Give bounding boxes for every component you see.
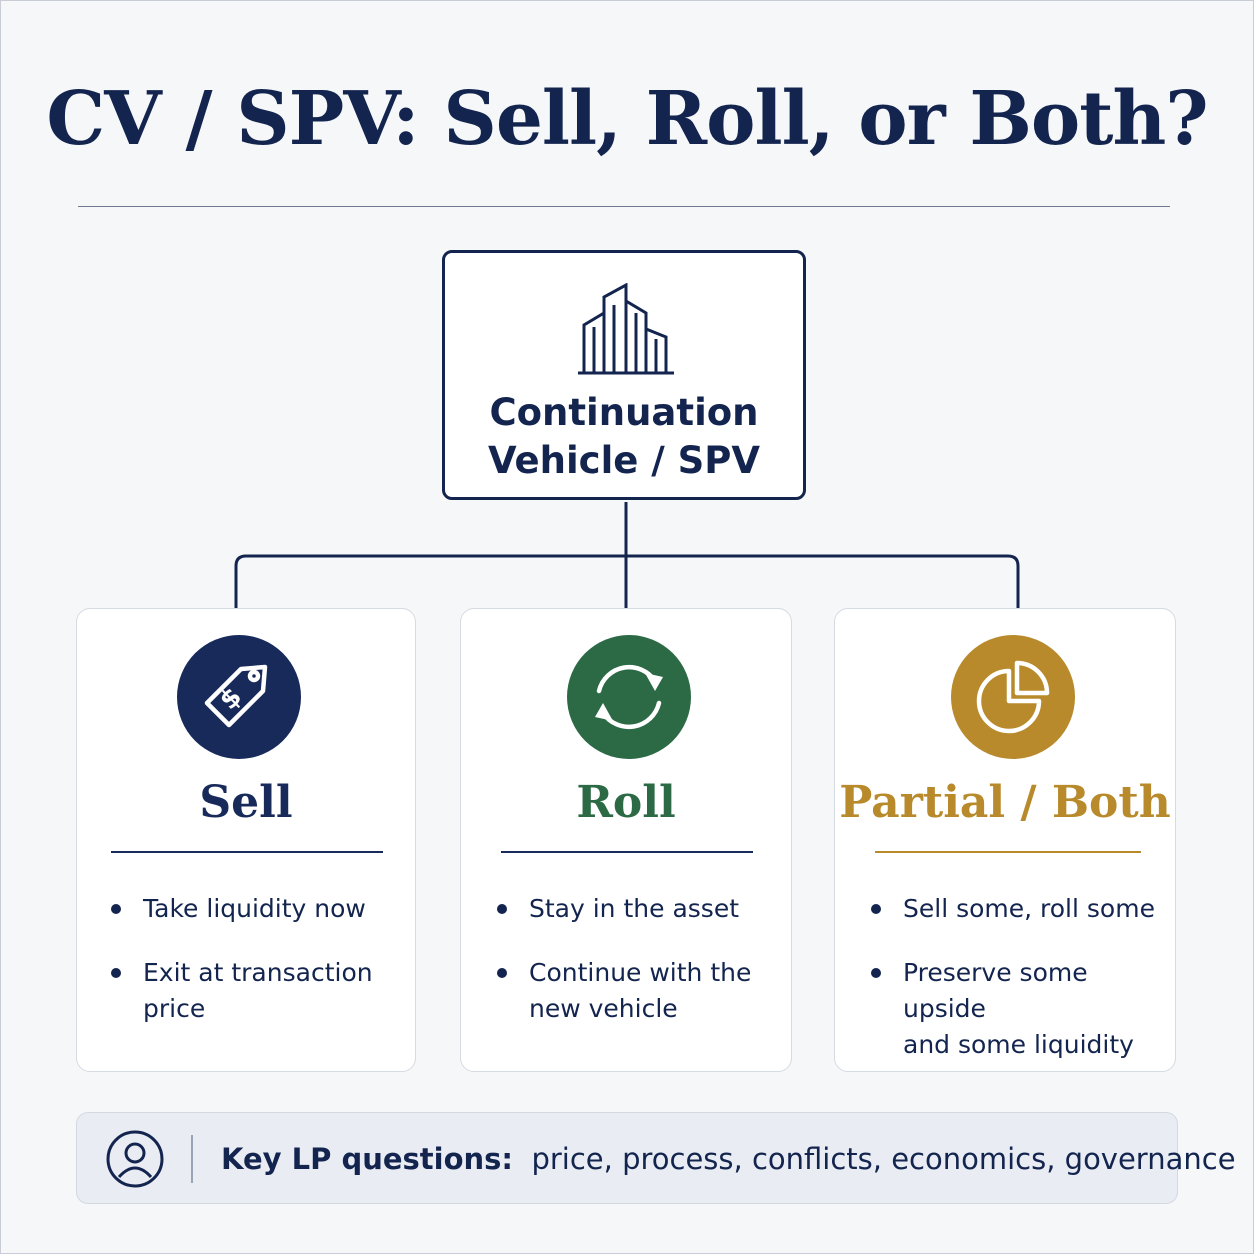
title-divider bbox=[78, 206, 1170, 207]
sell-bullet-1: Take liquidity now bbox=[111, 891, 366, 927]
sell-title: Sell bbox=[199, 777, 293, 828]
page-title: CV / SPV: Sell, Roll, or Both? bbox=[46, 76, 1208, 162]
roll-bullet-2: Continue with the new vehicle bbox=[497, 955, 751, 1027]
footer-questions: price, process, conflicts, economics, go… bbox=[531, 1142, 1236, 1176]
continuation-vehicle-node: Continuation Vehicle / SPV bbox=[442, 250, 806, 500]
roll-card: Roll Stay in the asset Continue with the… bbox=[460, 608, 792, 1072]
key-questions-banner: Key LP questions: price, process, confli… bbox=[76, 1112, 1236, 1204]
bullet-dot bbox=[497, 968, 507, 978]
bullet-dot bbox=[871, 968, 881, 978]
partial-both-divider bbox=[875, 851, 1141, 853]
roll-bullet-1: Stay in the asset bbox=[497, 891, 739, 927]
partial-both-bullet-2: Preserve some upside and some liquidity bbox=[871, 955, 1175, 1063]
sell-bullet-2: Exit at transaction price bbox=[111, 955, 415, 1027]
roll-divider bbox=[501, 851, 753, 853]
footer-text: Key LP questions: price, process, confli… bbox=[221, 1141, 1236, 1177]
sell-card: $ Sell Take liquidity now Exit at transa… bbox=[76, 608, 416, 1072]
bullet-dot bbox=[111, 904, 121, 914]
partial-both-card: Partial / Both Sell some, roll some Pres… bbox=[834, 608, 1176, 1072]
bullet-dot bbox=[111, 968, 121, 978]
root-label-line-2: Vehicle / SPV bbox=[487, 439, 761, 482]
partial-both-bullet-1: Sell some, roll some bbox=[871, 891, 1155, 927]
footer-divider bbox=[191, 1135, 193, 1183]
price-tag-dollar-icon: $ bbox=[177, 635, 301, 759]
user-icon bbox=[106, 1130, 164, 1188]
root-label-line-1: Continuation bbox=[489, 391, 759, 434]
refresh-arrows-icon bbox=[567, 635, 691, 759]
sell-divider bbox=[111, 851, 383, 853]
footer-label: Key LP questions: bbox=[221, 1142, 514, 1176]
bullet-dot bbox=[871, 904, 881, 914]
buildings-icon bbox=[578, 283, 674, 375]
root-label: Continuation Vehicle / SPV bbox=[445, 389, 803, 485]
partial-both-title: Partial / Both bbox=[839, 777, 1171, 828]
pie-chart-icon bbox=[951, 635, 1075, 759]
bullet-dot bbox=[497, 904, 507, 914]
roll-title: Roll bbox=[576, 777, 676, 828]
